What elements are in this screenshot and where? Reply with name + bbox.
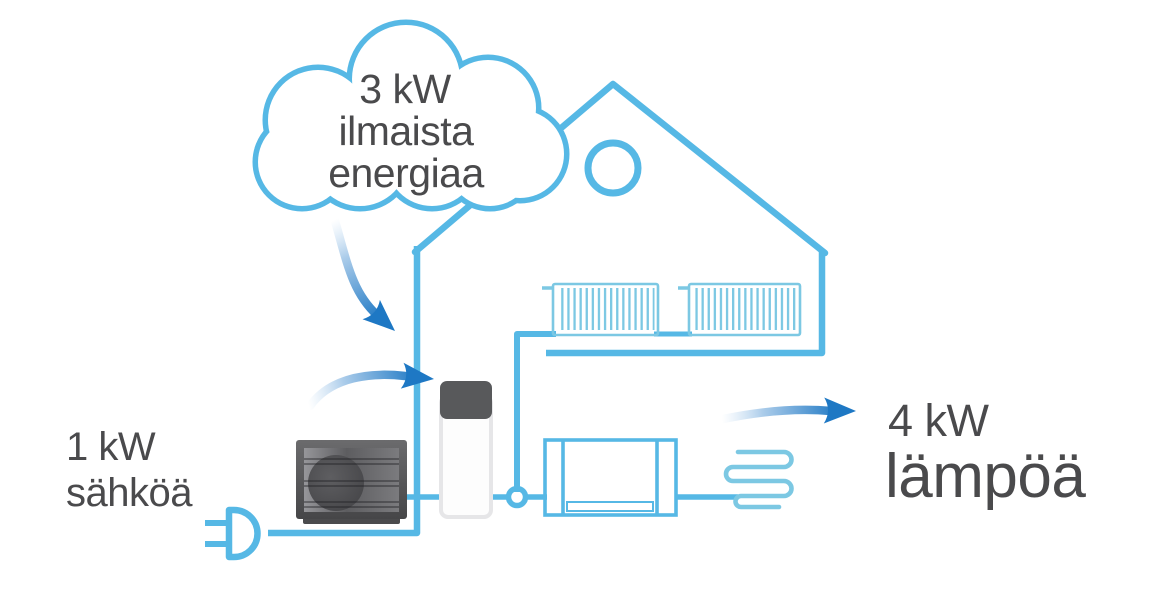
heat-output-label: 4 kW lämpöä [885,395,1087,511]
airflow-curved-arrow-icon [330,216,395,331]
power-plug-icon [205,506,261,561]
cloud-icon: 3 kW ilmaista energiaa [252,19,570,212]
pipe-junction-icon [505,485,529,509]
hot-water-tank-icon [439,381,493,519]
cloud-label-line1: 3 kW [359,66,451,112]
floor-heating-coil-icon [723,449,794,510]
radiator-icon [678,282,802,337]
fan-icon [308,455,364,511]
radiator-icon [542,282,660,337]
round-window-icon [584,139,642,197]
cloud-label-line2: ilmaista [339,108,475,154]
fan-coil-unit-icon [543,438,678,517]
heat-output-arrow-icon [718,397,856,424]
electricity-input-label: 1 kW sähköä [66,425,194,515]
airflow-intake-arrow-icon [305,362,434,411]
power-cord [268,246,421,537]
electricity-label-line1: 1 kW [66,425,156,469]
electricity-label-line2: sähköä [66,471,193,515]
heat-label-line1: 4 kW [888,395,990,446]
cloud-label-line3: energiaa [328,150,484,196]
heat-label-line2: lämpöä [885,442,1086,511]
radiator-pipes [514,331,692,492]
heat-pump-outdoor-unit-icon [296,440,407,524]
